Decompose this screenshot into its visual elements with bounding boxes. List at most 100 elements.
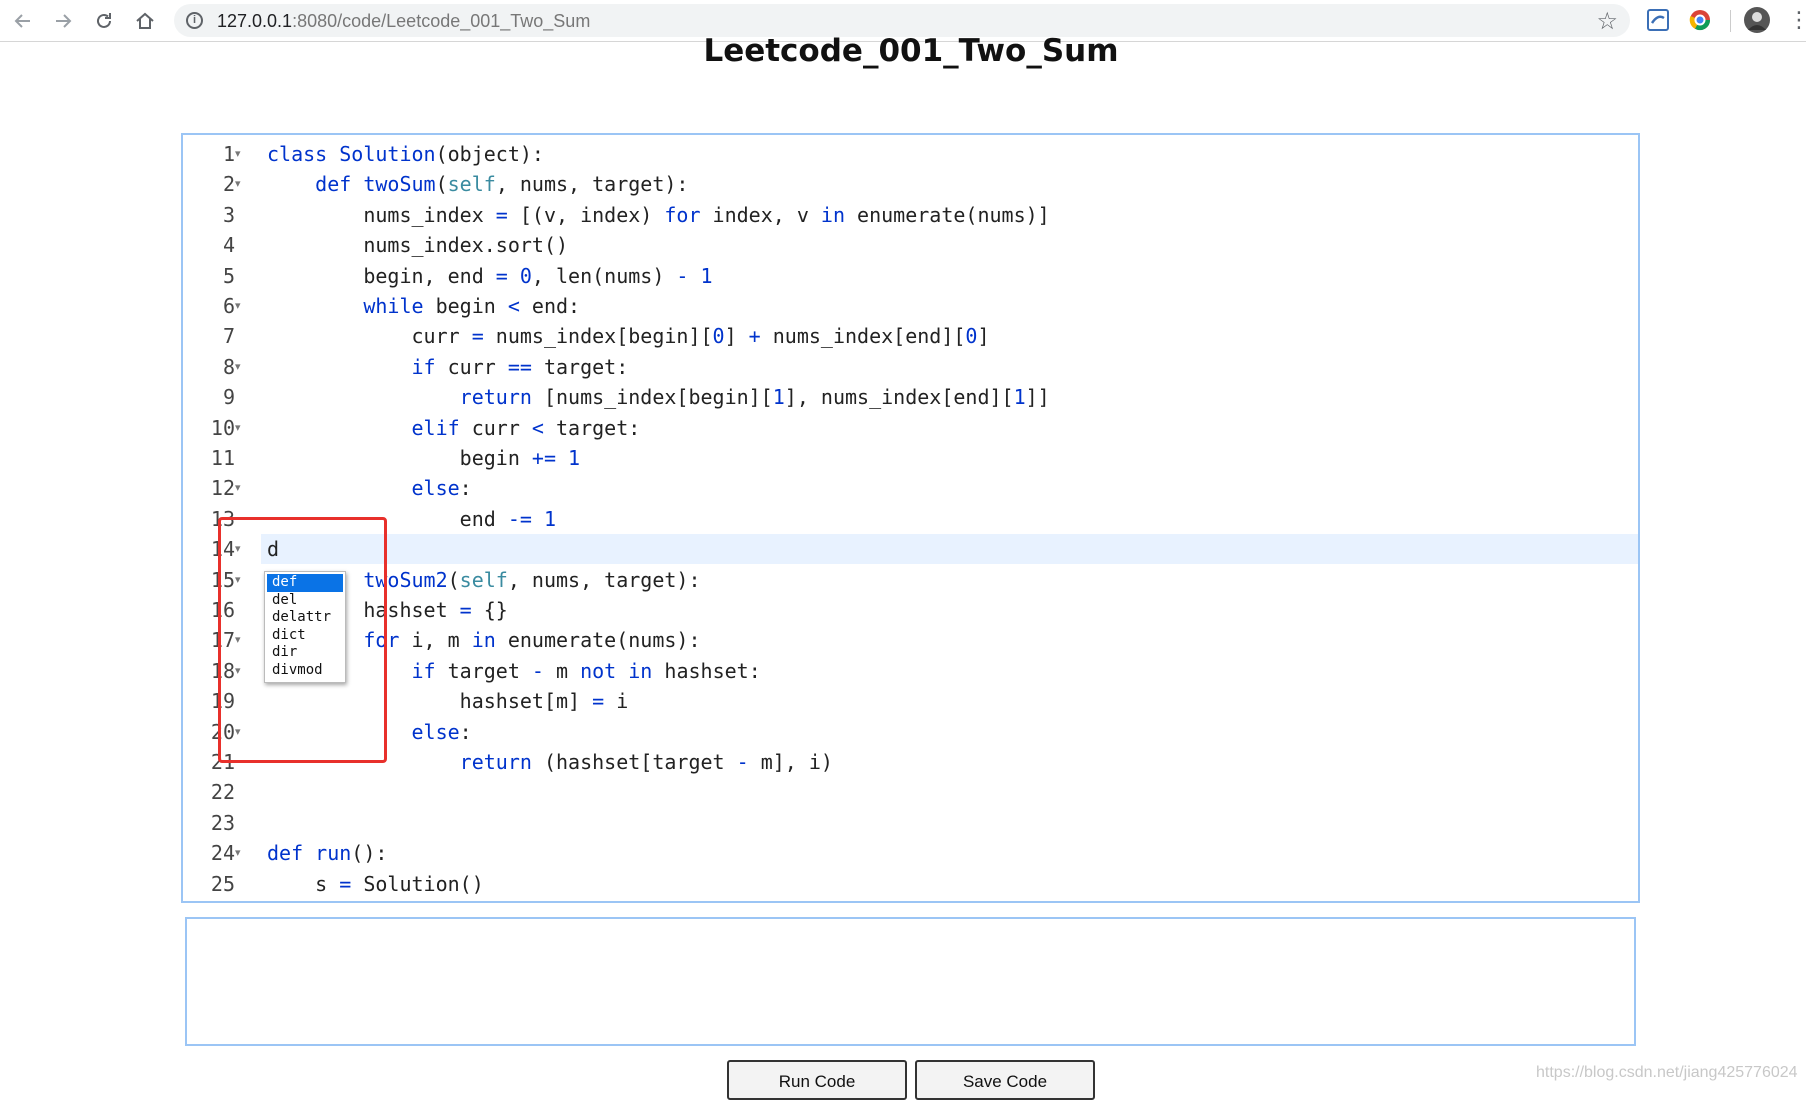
code-line[interactable]: begin += 1 (267, 443, 580, 473)
line-number: 11 (210, 446, 235, 470)
code-token: twoSum2 (363, 567, 448, 592)
code-line[interactable]: begin, end = 0, len(nums) - 1 (267, 261, 712, 291)
reload-icon[interactable] (89, 6, 119, 36)
fold-arrow-icon[interactable]: ▾ (235, 634, 241, 647)
code-token: begin, end (267, 263, 496, 288)
url-text[interactable]: 127.0.0.1:8080/code/Leetcode_001_Two_Sum (217, 11, 590, 32)
line-number: 17 (210, 628, 235, 653)
forward-icon[interactable] (48, 6, 78, 36)
code-token: curr (267, 324, 472, 349)
code-line[interactable]: if target - m not in hashset: (267, 656, 761, 686)
fold-arrow-icon[interactable]: ▾ (235, 300, 241, 312)
code-line[interactable]: s = Solution() (267, 869, 484, 899)
code-line[interactable]: def twoSum(self, nums, target): (267, 169, 688, 199)
code-line[interactable]: curr = nums_index[begin][0] + nums_index… (267, 321, 990, 351)
code-token: def (267, 841, 304, 866)
code-token (267, 720, 412, 744)
fold-arrow-icon[interactable]: ▾ (235, 725, 241, 738)
code-token: = (495, 263, 508, 288)
line-number: 22 (210, 780, 235, 805)
code-line[interactable]: while begin < end: (267, 291, 580, 321)
profile-avatar[interactable] (1743, 6, 1771, 34)
code-token: - (676, 263, 689, 288)
code-line[interactable]: return [nums_index[begin][1], nums_index… (267, 382, 1050, 412)
code-token: ] (977, 324, 990, 349)
fold-arrow-icon[interactable]: ▾ (235, 573, 241, 586)
code-token: : (459, 476, 472, 501)
page-title: Leetcode_001_Two_Sum (703, 33, 1119, 69)
run-code-button[interactable]: Run Code (727, 1060, 907, 1100)
fold-arrow-icon[interactable]: ▾ (235, 664, 241, 677)
code-token: enumerate(nums)] (845, 202, 1050, 227)
back-icon[interactable] (8, 6, 38, 36)
code-line[interactable]: for i, m in enumerate(nums): (267, 625, 701, 655)
code-token (267, 750, 460, 774)
output-area[interactable] (185, 917, 1636, 1046)
line-number: 25 (210, 871, 235, 896)
code-token: target: (543, 415, 641, 440)
fold-arrow-icon[interactable]: ▾ (235, 178, 241, 191)
code-token: target: (531, 354, 629, 379)
code-line[interactable]: end -= 1 (267, 504, 556, 534)
code-line[interactable]: nums_index.sort() (267, 230, 568, 260)
code-token: begin (423, 294, 508, 318)
fold-arrow-icon[interactable]: ▾ (235, 847, 241, 860)
code-token: ( (447, 567, 460, 592)
code-line[interactable]: return (hashset[target - m], i) (267, 747, 833, 777)
line-number: 4 (222, 233, 235, 258)
code-token: in (820, 202, 846, 227)
code-line[interactable]: hashset[m] = i (267, 686, 629, 716)
code-token: 1 (1013, 385, 1026, 410)
line-number: 19 (210, 689, 235, 714)
fold-arrow-icon[interactable]: ▾ (235, 482, 241, 495)
code-line[interactable]: d (267, 534, 279, 564)
chrome-color-icon[interactable] (1688, 8, 1712, 32)
code-line[interactable]: twoSum2(self, nums, target): (267, 565, 701, 595)
bookmark-star-icon[interactable]: ☆ (1596, 8, 1618, 35)
autocomplete-item[interactable]: def (267, 574, 343, 592)
code-token: in (471, 628, 496, 653)
code-token: Solution (339, 142, 436, 166)
autocomplete-item[interactable]: delattr (272, 609, 332, 625)
code-line[interactable]: elif curr < target: (267, 413, 641, 443)
code-token: : (459, 719, 472, 744)
line-number: 18 (210, 658, 235, 683)
extension-icon[interactable] (1646, 8, 1670, 32)
line-number: 20 (210, 719, 235, 744)
address-bar[interactable]: i 127.0.0.1:8080/code/Leetcode_001_Two_S… (174, 4, 1630, 37)
code-line[interactable]: else: (267, 717, 472, 747)
kebab-menu-icon[interactable]: ⋮ (1788, 7, 1806, 32)
autocomplete-item[interactable]: dict (272, 626, 306, 643)
code-token: ( (435, 172, 448, 197)
code-token: i, m (399, 628, 472, 653)
autocomplete-item[interactable]: divmod (272, 661, 323, 678)
info-icon[interactable]: i (186, 12, 203, 29)
home-icon[interactable] (130, 6, 160, 36)
code-token: enumerate(nums): (495, 628, 701, 653)
code-token: hashset[m] (267, 689, 593, 714)
code-line[interactable]: else: (267, 473, 472, 503)
code-line[interactable]: nums_index = [(v, index) for index, v in… (267, 200, 1050, 230)
code-line[interactable]: class Solution(object): (267, 139, 544, 169)
code-token (688, 264, 700, 288)
fold-arrow-icon[interactable]: ▾ (235, 360, 241, 373)
autocomplete-item[interactable]: del (272, 591, 298, 608)
code-line[interactable]: if curr == target: (267, 352, 629, 382)
fold-arrow-icon[interactable]: ▾ (235, 148, 241, 160)
code-token: nums_index[begin][ (483, 324, 713, 349)
fold-arrow-icon[interactable]: ▾ (235, 543, 241, 556)
line-number: 6 (222, 294, 235, 318)
code-token: curr (459, 415, 532, 440)
code-token: if (411, 658, 436, 683)
code-token: , nums, target): (507, 567, 701, 592)
code-token: = (339, 871, 352, 896)
code-line[interactable]: hashset = {} (267, 595, 508, 625)
save-code-button[interactable]: Save Code (915, 1060, 1095, 1100)
code-token: m], i) (748, 750, 833, 774)
autocomplete-item[interactable]: dir (272, 644, 298, 660)
code-line[interactable]: def run(): (267, 838, 387, 868)
line-number: 21 (210, 750, 235, 774)
fold-arrow-icon[interactable]: ▾ (235, 421, 241, 434)
